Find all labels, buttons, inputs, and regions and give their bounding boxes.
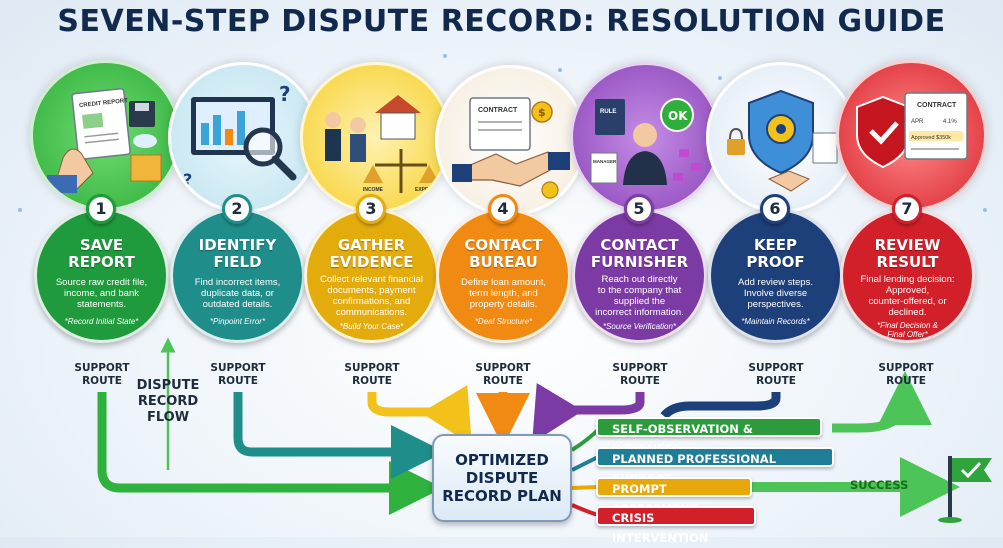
- support-route-label-5: SUPPORT ROUTE: [612, 362, 668, 387]
- step7-card[interactable]: REVIEW RESULT Final lending decision: Ap…: [840, 208, 975, 343]
- step1-tag: *Record Initial State*: [64, 317, 139, 326]
- contract-text-4: CONTRACT: [478, 107, 518, 114]
- route-planned-professional[interactable]: PLANNED PROFESSIONAL SUPPORT: [596, 447, 834, 486]
- step4-tag: *Deal Structure*: [474, 317, 533, 326]
- support-route-label-6: SUPPORT ROUTE: [748, 362, 804, 387]
- route-crisis-intervention[interactable]: CRISIS INTERVENTION: [596, 506, 756, 545]
- step4-desc: Define loan amount, term length, and pro…: [460, 277, 547, 310]
- route-prompt-assessment[interactable]: PROMPT ASSESSMENT: [596, 477, 752, 516]
- step2-title: IDENTIFY FIELD: [198, 236, 277, 271]
- optimized-plan-box[interactable]: OPTIMIZED DISPUTE RECORD PLAN: [432, 434, 572, 522]
- svg-text:?: ?: [279, 82, 291, 106]
- step6-desc: Add review steps. Involve diverse perspe…: [738, 277, 813, 310]
- step1-card[interactable]: SAVE REPORT Source raw credit file, inco…: [34, 208, 169, 343]
- step1-number: 1: [86, 194, 116, 224]
- step5-number: 5: [624, 194, 654, 224]
- step6-illustration: [706, 62, 857, 213]
- step2-illustration: ? ?: [168, 62, 319, 213]
- step3-number: 3: [356, 194, 386, 224]
- step3-title: GATHER EVIDENCE: [329, 236, 414, 271]
- contract-text-7: CONTRACT: [917, 102, 957, 109]
- step4-card[interactable]: CONTACT BUREAU Define loan amount, term …: [436, 208, 571, 343]
- step6-card[interactable]: KEEP PROOF Add review steps. Involve div…: [708, 208, 843, 343]
- step2-number: 2: [222, 194, 252, 224]
- step6-tag: *Maintain Records*: [741, 317, 810, 326]
- rule-text: RULE: [600, 109, 616, 115]
- step4-number: 4: [488, 194, 518, 224]
- step5-illustration: RULE OK MANAGER: [570, 62, 721, 213]
- step4-illustration: CONTRACT $: [435, 65, 586, 216]
- arrow-step1: [97, 392, 443, 515]
- flow-arrows: [18, 54, 992, 523]
- support-route-label-3: SUPPORT ROUTE: [344, 362, 400, 387]
- step3-tag: *Build Your Case*: [339, 322, 404, 331]
- route-self-observation[interactable]: SELF-OBSERVATION & WELLNESS: [596, 417, 822, 456]
- step7-illustration: CONTRACT APR 4.1% Approved $350k: [836, 60, 987, 211]
- support-route-label-7: SUPPORT ROUTE: [878, 362, 934, 387]
- step5-desc: Reach out directly to the company that s…: [595, 274, 684, 318]
- arrow-to-step7: [832, 371, 932, 433]
- support-route-label-1: SUPPORT ROUTE: [74, 362, 130, 387]
- expenses-text: EXPENSES: [415, 187, 443, 193]
- arrow-step5: [532, 382, 645, 444]
- support-route-label-4: SUPPORT ROUTE: [475, 362, 531, 387]
- dispute-record-flow-label: DISPUTE RECORD FLOW: [136, 378, 200, 425]
- step5-tag: *Source Verification*: [602, 322, 677, 331]
- credit-report-text: CREDIT REPORT: [79, 98, 129, 109]
- apr-value-text: 4.1%: [943, 119, 957, 125]
- support-route-label-2: SUPPORT ROUTE: [210, 362, 266, 387]
- success-label: SUCCESS: [850, 478, 909, 492]
- step6-title: KEEP PROOF: [746, 236, 805, 271]
- step1-desc: Source raw credit file, income, and bank…: [55, 277, 148, 310]
- step3-card[interactable]: GATHER EVIDENCE Collect relevant financi…: [304, 208, 439, 343]
- step4-title: CONTACT BUREAU: [464, 236, 543, 271]
- step2-card[interactable]: IDENTIFY FIELD Find incorrect items, dup…: [170, 208, 305, 343]
- step3-illustration: INCOME EXPENSES: [300, 62, 451, 213]
- step1-illustration: CREDIT REPORT: [30, 60, 181, 211]
- apr-text: APR: [911, 119, 924, 125]
- step7-desc: Final lending decision: Approved, counte…: [860, 274, 955, 318]
- manager-text: MANAGER: [593, 159, 617, 164]
- step2-desc: Find incorrect items, duplicate data, or…: [194, 277, 281, 310]
- step7-number: 7: [892, 194, 922, 224]
- page-title: SEVEN-STEP DISPUTE RECORD: RESOLUTION GU…: [57, 4, 946, 39]
- arrow-step2: [233, 392, 445, 479]
- step6-number: 6: [760, 194, 790, 224]
- approved-text: Approved $350k: [911, 135, 951, 141]
- step1-title: SAVE REPORT: [68, 236, 135, 271]
- step3-desc: Collect relevant financial documents, pa…: [320, 274, 423, 318]
- step5-title: CONTACT FURNISHER: [590, 236, 689, 271]
- step7-title: REVIEW RESULT: [874, 236, 941, 271]
- ok-text: OK: [668, 109, 688, 123]
- step7-tag: *Final Decision & Final Offer*: [877, 321, 938, 339]
- step2-tag: *Pinpoint Error*: [209, 317, 266, 326]
- svg-text:$: $: [538, 106, 546, 119]
- success-flag-icon: [938, 456, 992, 523]
- income-text: INCOME: [363, 187, 384, 193]
- arrow-step6: [660, 392, 781, 420]
- arrow-step3: [367, 384, 472, 446]
- step5-card[interactable]: CONTACT FURNISHER Reach out directly to …: [572, 208, 707, 343]
- svg-text:?: ?: [183, 170, 192, 189]
